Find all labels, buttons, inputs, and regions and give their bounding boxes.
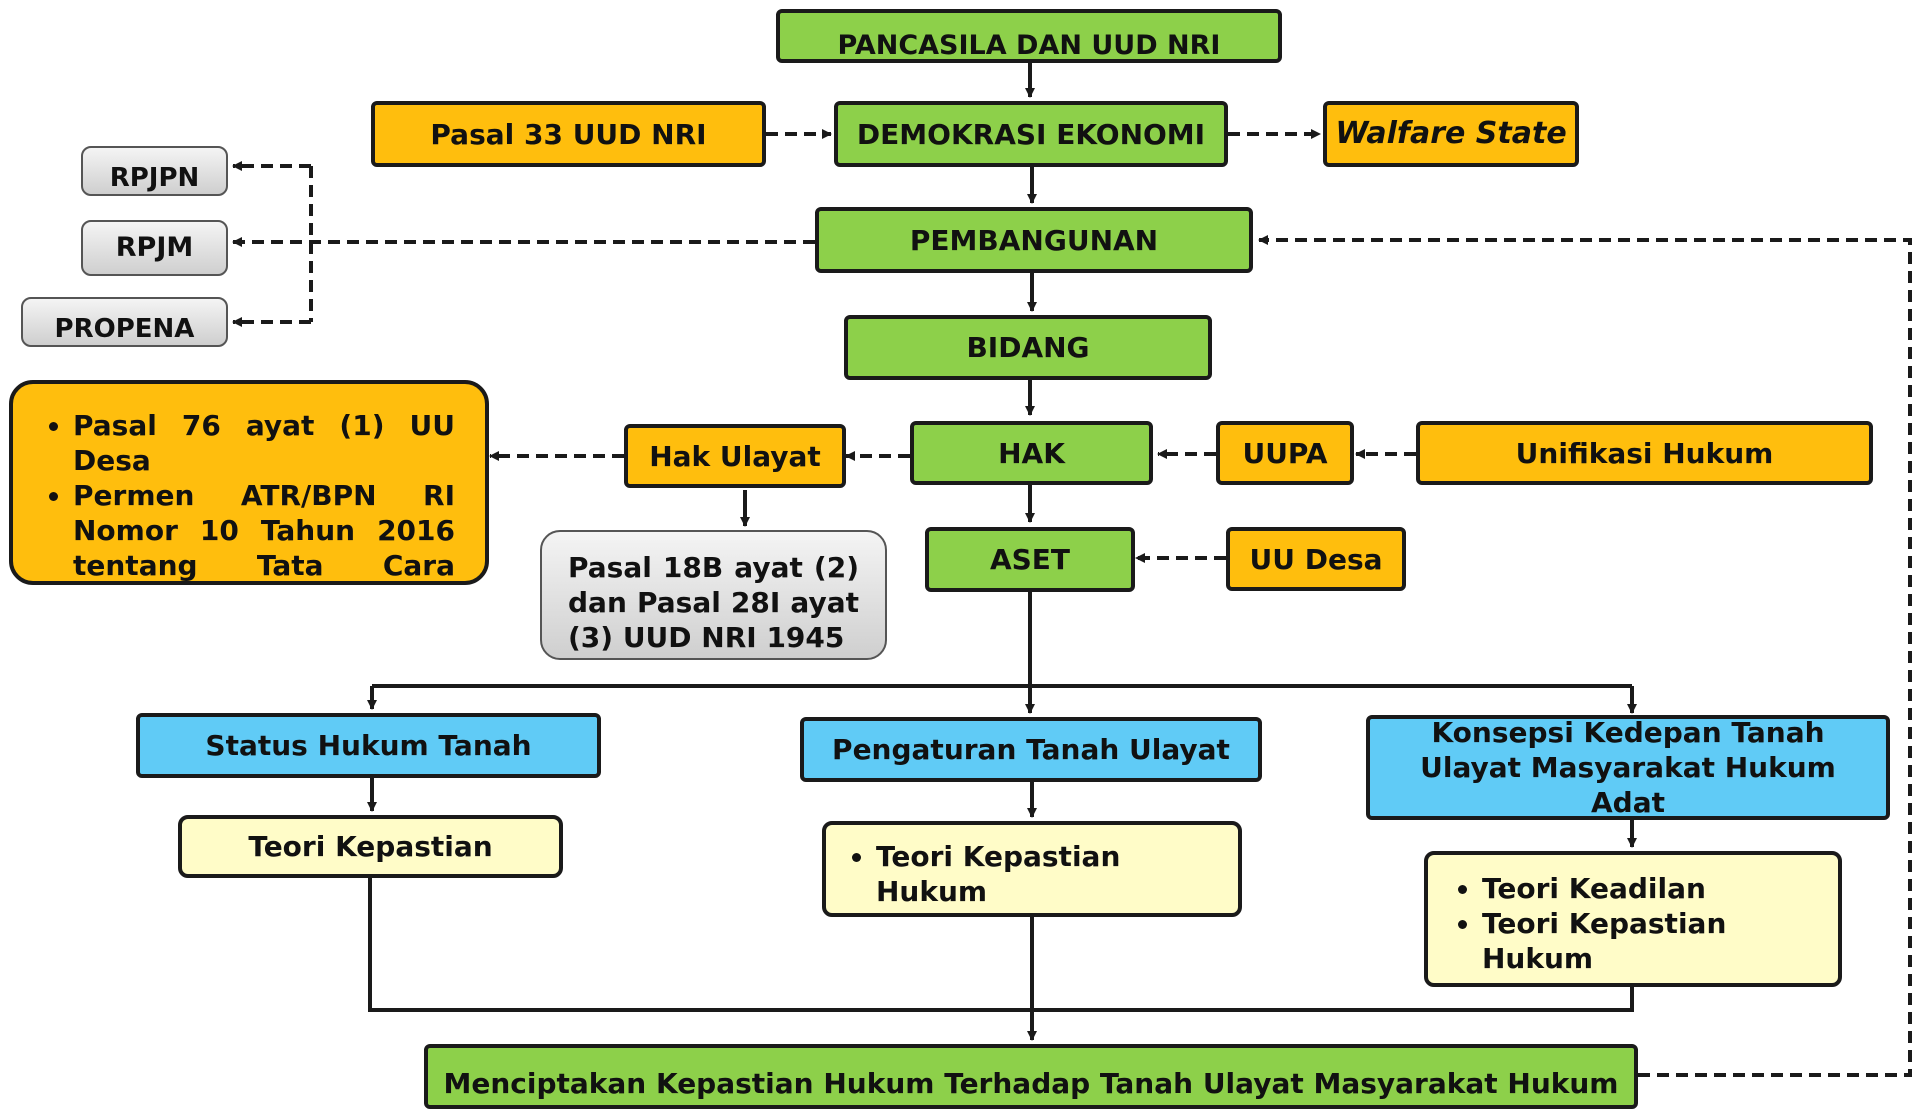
- box-rpjpn: RPJPN: [81, 146, 228, 196]
- box-status-hukum-tanah: Status Hukum Tanah: [136, 713, 601, 778]
- box-propena: PROPENA: [21, 297, 228, 347]
- box-hak-ulayat: Hak Ulayat: [624, 424, 846, 488]
- box-teori-kepastian: Teori Kepastian: [178, 815, 563, 878]
- box-hak: HAK: [910, 421, 1153, 485]
- box-uu-desa: UU Desa: [1226, 527, 1406, 591]
- box-pengaturan-teori: Teori Kepastian Hukum: [822, 821, 1242, 917]
- box-aset: ASET: [925, 527, 1135, 592]
- box-pembangunan: PEMBANGUNAN: [815, 207, 1253, 273]
- box-bidang: BIDANG: [844, 315, 1212, 380]
- regulasi-item-2: Permen ATR/BPN RI Nomor 10 Tahun 2016 te…: [73, 478, 455, 581]
- box-pasal-33: Pasal 33 UUD NRI: [371, 101, 766, 167]
- pengaturan-teori-bullets: Teori Kepastian Hukum: [846, 839, 1218, 909]
- box-unifikasi-hukum: Unifikasi Hukum: [1416, 421, 1873, 485]
- line-teori-left-down: [368, 878, 1634, 1012]
- arrow-feedback-pembangunan: [1258, 235, 1912, 1077]
- regulasi-item-1: Pasal 76 ayat (1) UU Desa: [73, 408, 455, 478]
- box-pasal-18b: Pasal 18B ayat (2) dan Pasal 28I ayat (3…: [540, 530, 887, 660]
- box-uupa: UUPA: [1216, 421, 1354, 485]
- box-regulasi-list: Pasal 76 ayat (1) UU Desa Permen ATR/BPN…: [9, 380, 489, 585]
- box-menciptakan-kepastian: Menciptakan Kepastian Hukum Terhadap Tan…: [424, 1044, 1638, 1109]
- pengaturan-teori-item-1: Teori Kepastian Hukum: [876, 839, 1218, 909]
- box-konsepsi-teori: Teori Keadilan Teori Kepastian Hukum: [1424, 851, 1842, 987]
- konsepsi-teori-item-2: Teori Kepastian Hukum: [1482, 906, 1818, 976]
- box-demokrasi-ekonomi: DEMOKRASI EKONOMI: [834, 101, 1228, 167]
- regulasi-bullets: Pasal 76 ayat (1) UU Desa Permen ATR/BPN…: [43, 408, 455, 581]
- konsepsi-teori-bullets: Teori Keadilan Teori Kepastian Hukum: [1452, 871, 1818, 976]
- konsepsi-teori-item-1: Teori Keadilan: [1482, 871, 1818, 906]
- box-rpjm: RPJM: [81, 220, 228, 276]
- box-walfare-state: Walfare State: [1323, 101, 1579, 167]
- box-pengaturan-tanah-ulayat: Pengaturan Tanah Ulayat: [800, 717, 1262, 782]
- box-pancasila: PANCASILA DAN UUD NRI: [776, 9, 1282, 63]
- box-konsepsi-kedepan: Konsepsi Kedepan Tanah Ulayat Masyarakat…: [1366, 715, 1890, 820]
